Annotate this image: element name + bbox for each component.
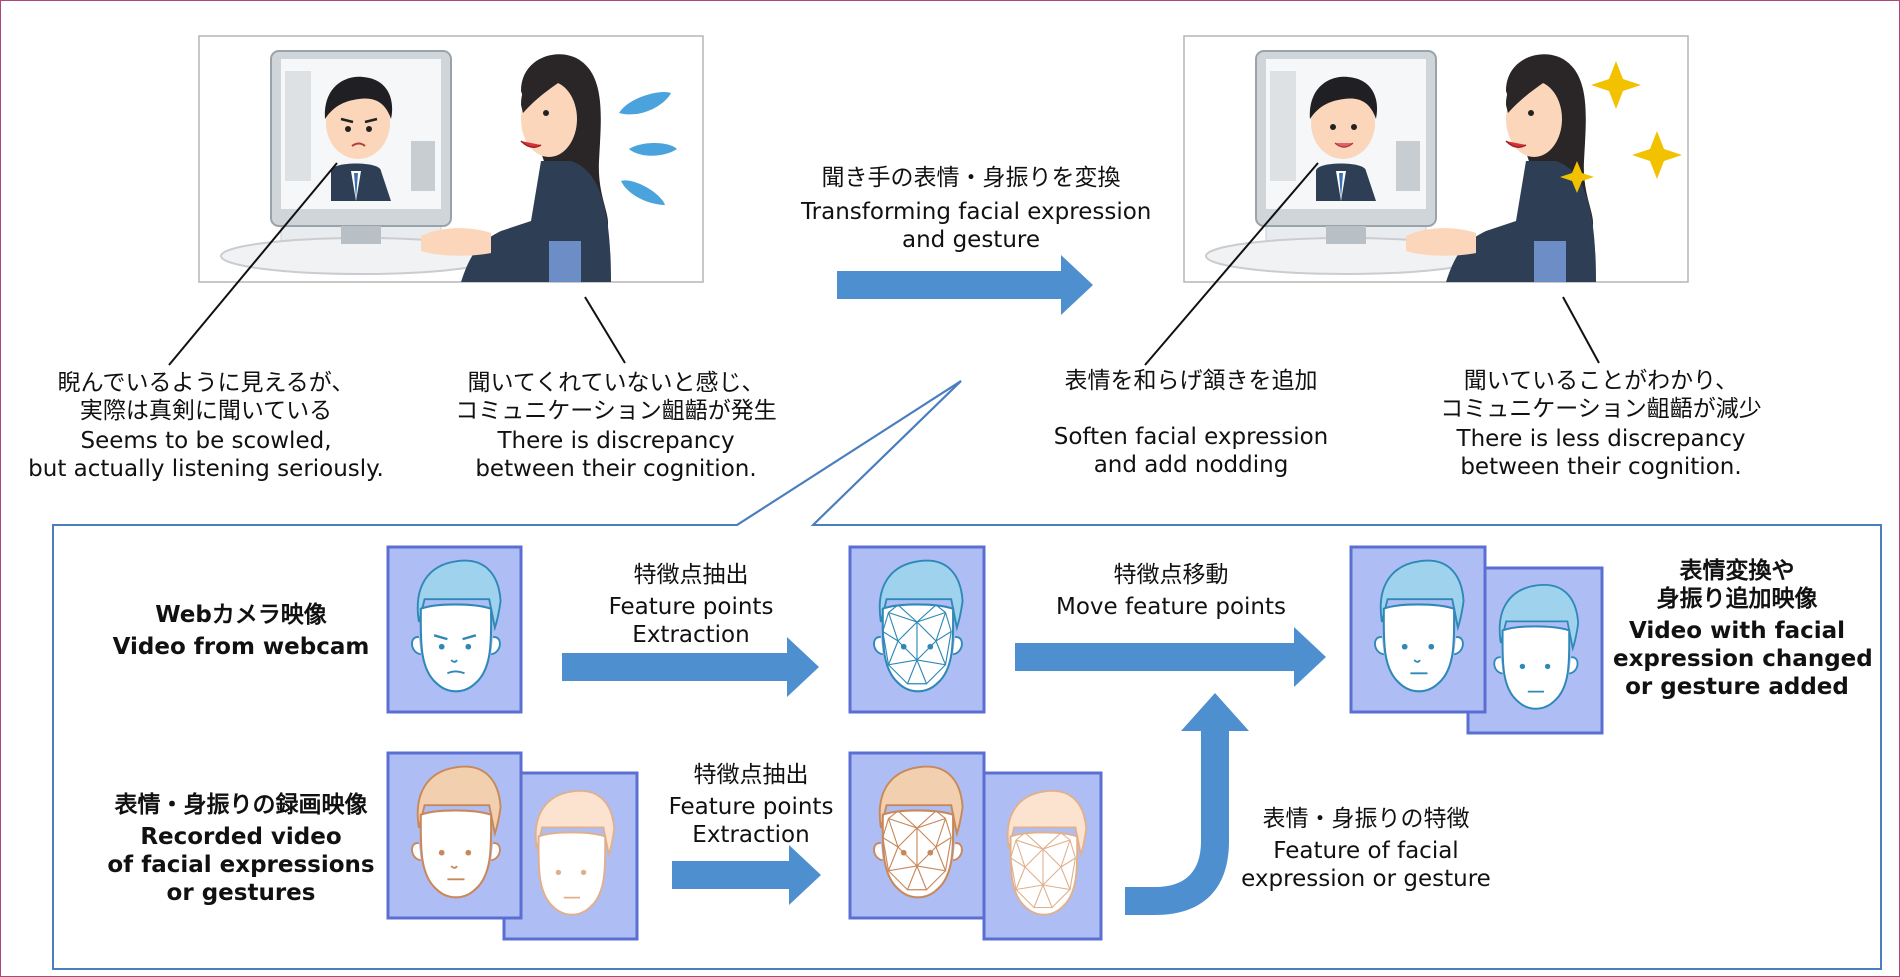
right-speaker-caption-ja1: 聞いていることがわかり、 <box>1463 368 1739 394</box>
left-listener-caption: 睨んでいるように見えるが、 実際は真剣に聞いている Seems to be sc… <box>21 369 391 483</box>
recorded-face-cards <box>386 751 639 941</box>
feature-of-label: 表情・身振りの特徴 Feature of facial expression o… <box>1231 805 1501 893</box>
feature-of-en1: Feature of facial <box>1273 838 1459 865</box>
right-speaker-caption-ja2: コミュニケーション齟齬が減少 <box>1440 396 1762 423</box>
arrow-right-icon <box>1015 627 1326 687</box>
left-speaker-caption-ja1: 聞いてくれていないと感じ、 <box>467 370 765 396</box>
right-listener-caption: 表情を和らげ頷きを追加 Soften facial expression and… <box>1021 367 1361 479</box>
face-mesh-card-top <box>848 545 986 714</box>
left-speaker-caption-ja2: コミュニケーション齟齬が発生 <box>455 398 777 425</box>
move-points-en: Move feature points <box>1056 594 1286 621</box>
output-label-en1: Video with facial <box>1628 618 1846 645</box>
left-listener-caption-ja1: 睨んでいるように見えるが、 <box>57 370 355 396</box>
caption-pointer-lines <box>168 162 1600 366</box>
webcam-label: Webカメラ映像 Video from webcam <box>91 601 391 661</box>
extraction-top-label: 特徴点抽出 Feature points Extraction <box>571 561 811 649</box>
output-label-en3: or gesture added <box>1625 674 1849 701</box>
right-listener-caption-en2: and add nodding <box>1093 452 1289 479</box>
extraction-top-en2: Extraction <box>632 622 750 649</box>
left-speaker-caption: 聞いてくれていないと感じ、 コミュニケーション齟齬が発生 There is di… <box>431 369 801 483</box>
right-speaker-caption: 聞いていることがわかり、 コミュニケーション齟齬が減少 There is les… <box>1416 367 1786 481</box>
right-speaker-caption-en2: between their cognition. <box>1460 454 1742 481</box>
extraction-bottom-ja: 特徴点抽出 <box>693 762 809 788</box>
arrow-up-icon <box>1125 693 1249 915</box>
arrow-right-icon <box>837 255 1093 315</box>
listener-face-icon <box>324 76 393 201</box>
left-listener-caption-ja2: 実際は真剣に聞いている <box>79 398 333 425</box>
output-face-cards <box>1349 545 1604 735</box>
output-label-ja1: 表情変換や <box>1679 558 1795 584</box>
webcam-label-ja: Webカメラ映像 <box>155 602 327 628</box>
sparkle-stars-icon <box>1560 61 1682 193</box>
output-label-en2: expression changed <box>1613 646 1873 673</box>
feature-of-en2: expression or gesture <box>1241 866 1491 893</box>
right-listener-caption-en1: Soften facial expression <box>1053 424 1329 451</box>
extraction-top-en1: Feature points <box>608 594 774 621</box>
webcam-face-card <box>386 545 523 714</box>
output-label-ja2: 身振り追加映像 <box>1656 586 1818 613</box>
before-video-call-illustration <box>198 35 704 283</box>
recorded-label: 表情・身振りの録画映像 Recorded video of facial exp… <box>81 791 401 907</box>
left-speaker-caption-en2: between their cognition. <box>475 456 757 483</box>
after-video-call-illustration <box>1183 35 1689 283</box>
transform-label-en1: Transforming facial expression <box>801 199 1152 226</box>
speaker-woman-happy-icon <box>1406 54 1596 282</box>
left-speaker-caption-en1: There is discrepancy <box>497 428 735 455</box>
pipeline-arrows <box>562 627 1326 915</box>
move-points-label: 特徴点移動 Move feature points <box>1041 561 1301 621</box>
move-points-ja: 特徴点移動 <box>1113 562 1229 588</box>
recorded-mesh-cards <box>848 751 1103 941</box>
arrow-right-icon <box>672 845 821 905</box>
recorded-label-ja: 表情・身振りの録画映像 <box>114 792 368 818</box>
extraction-bottom-en2: Extraction <box>692 822 810 849</box>
extraction-bottom-en1: Feature points <box>668 794 834 821</box>
arrow-right-icon <box>562 637 819 697</box>
feature-of-ja: 表情・身振りの特徴 <box>1262 806 1470 832</box>
webcam-label-en: Video from webcam <box>112 634 370 661</box>
listener-smiling-face-icon <box>1309 76 1378 201</box>
transform-label-en2: and gesture <box>901 227 1040 254</box>
right-listener-caption-ja1: 表情を和らげ頷きを追加 <box>1064 368 1318 394</box>
right-speaker-caption-en1: There is less discrepancy <box>1456 426 1746 453</box>
transform-label-ja: 聞き手の表情・身振りを変換 <box>821 165 1121 191</box>
left-listener-caption-en1: Seems to be scowled, <box>80 428 332 455</box>
recorded-label-en1: Recorded video <box>140 824 342 851</box>
transform-label: 聞き手の表情・身振りを変換 Transforming facial expres… <box>801 164 1152 254</box>
extraction-top-ja: 特徴点抽出 <box>633 562 749 588</box>
speaker-woman-icon <box>421 54 611 282</box>
sweat-drops-icon <box>619 91 677 205</box>
left-listener-caption-en2: but actually listening seriously. <box>28 456 384 483</box>
extraction-bottom-label: 特徴点抽出 Feature points Extraction <box>631 761 871 849</box>
recorded-label-en2: of facial expressions <box>107 852 375 879</box>
output-label: 表情変換や 身振り追加映像 Video with facial expressi… <box>1613 557 1873 701</box>
recorded-label-en3: or gestures <box>166 880 316 907</box>
